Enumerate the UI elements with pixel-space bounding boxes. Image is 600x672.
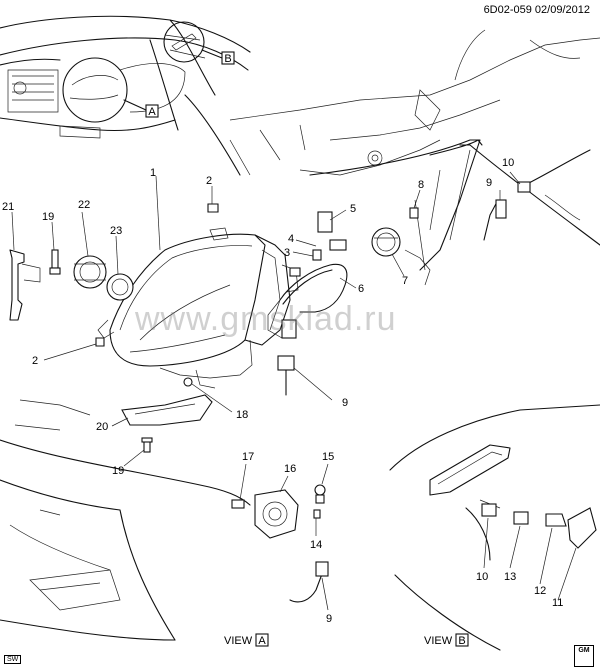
callout-13: 13	[504, 571, 516, 583]
svg-text:B: B	[458, 635, 465, 647]
gm-logo: GM	[574, 645, 594, 667]
callout-9-upper: 9	[486, 177, 492, 189]
side-marker-view-b	[389, 404, 600, 651]
watermark: www.gmsklad.ru	[135, 300, 397, 338]
seal-ring-part-23	[106, 273, 134, 301]
callout-10-view-b: 10	[476, 571, 488, 583]
headlamp-assembly	[97, 227, 299, 389]
callout-22: 22	[78, 199, 90, 211]
callout-15: 15	[322, 451, 334, 463]
fog-bulb-part-15	[314, 484, 326, 504]
callout-19-upper: 19	[42, 211, 54, 223]
screw-part-17	[231, 499, 245, 509]
front-fascia-view-a	[0, 399, 251, 641]
detail-circle-b: B	[163, 21, 235, 65]
callout-2-left: 2	[32, 355, 38, 367]
lower-bracket-part-20	[121, 394, 213, 426]
callout-21: 21	[2, 201, 14, 213]
callout-3: 3	[284, 247, 290, 259]
callout-2-top: 2	[206, 175, 212, 187]
diagram-code-date: 6D02-059 02/09/2012	[483, 4, 590, 16]
bolt-part-19-lower	[141, 437, 153, 453]
screw-part-14	[313, 509, 321, 519]
callout-10-upper: 10	[502, 157, 514, 169]
callout-9-center: 9	[342, 397, 348, 409]
callout-20: 20	[96, 421, 108, 433]
screw-part-2-left	[95, 337, 105, 347]
bulb-socket-part-7	[371, 227, 401, 257]
screw-part-2-top	[207, 203, 219, 213]
wiring-harness-part-6	[267, 211, 348, 339]
callout-7: 7	[402, 275, 408, 287]
callout-17: 17	[242, 451, 254, 463]
svg-text:VIEW: VIEW	[424, 635, 453, 647]
callout-8: 8	[418, 179, 424, 191]
bolt-part-19-upper	[49, 249, 61, 275]
callout-1: 1	[150, 167, 156, 179]
callout-12: 12	[534, 585, 546, 597]
callout-leaders	[11, 171, 577, 611]
fog-lamp-part-16	[254, 489, 299, 539]
callout-6: 6	[358, 283, 364, 295]
clip-part-18	[183, 377, 193, 387]
car-front-overview	[0, 15, 251, 176]
view-label-b: VIEW B	[424, 633, 469, 647]
view-label-a: VIEW A	[224, 633, 269, 647]
callout-23: 23	[110, 225, 122, 237]
screw-part-8	[409, 207, 419, 219]
callout-11: 11	[552, 597, 563, 609]
callout-18: 18	[236, 409, 248, 421]
connector-part-9-center	[277, 355, 295, 396]
bracket-part-21	[9, 249, 41, 321]
callout-5: 5	[350, 203, 356, 215]
detail-circle-a: A	[62, 57, 159, 123]
callout-letter-a: A	[148, 106, 156, 118]
adjuster-part-22	[73, 255, 107, 289]
callout-letter-b: B	[224, 53, 231, 65]
callout-19-lower: 19	[112, 465, 124, 477]
callout-numbers: 1 2 2 3 4 5 6 7 8 9 9 9 10 10 11 12 13 1…	[2, 157, 563, 625]
pigtail-part-9-lower	[289, 561, 329, 603]
svg-text:VIEW: VIEW	[224, 635, 253, 647]
svg-text:A: A	[258, 635, 266, 647]
callout-14: 14	[310, 539, 322, 551]
callout-16: 16	[284, 463, 296, 475]
sw-badge: SW	[4, 655, 22, 664]
side-marker-connector-upper	[483, 149, 591, 241]
callout-4: 4	[288, 233, 294, 245]
callout-9-lower: 9	[326, 613, 332, 625]
